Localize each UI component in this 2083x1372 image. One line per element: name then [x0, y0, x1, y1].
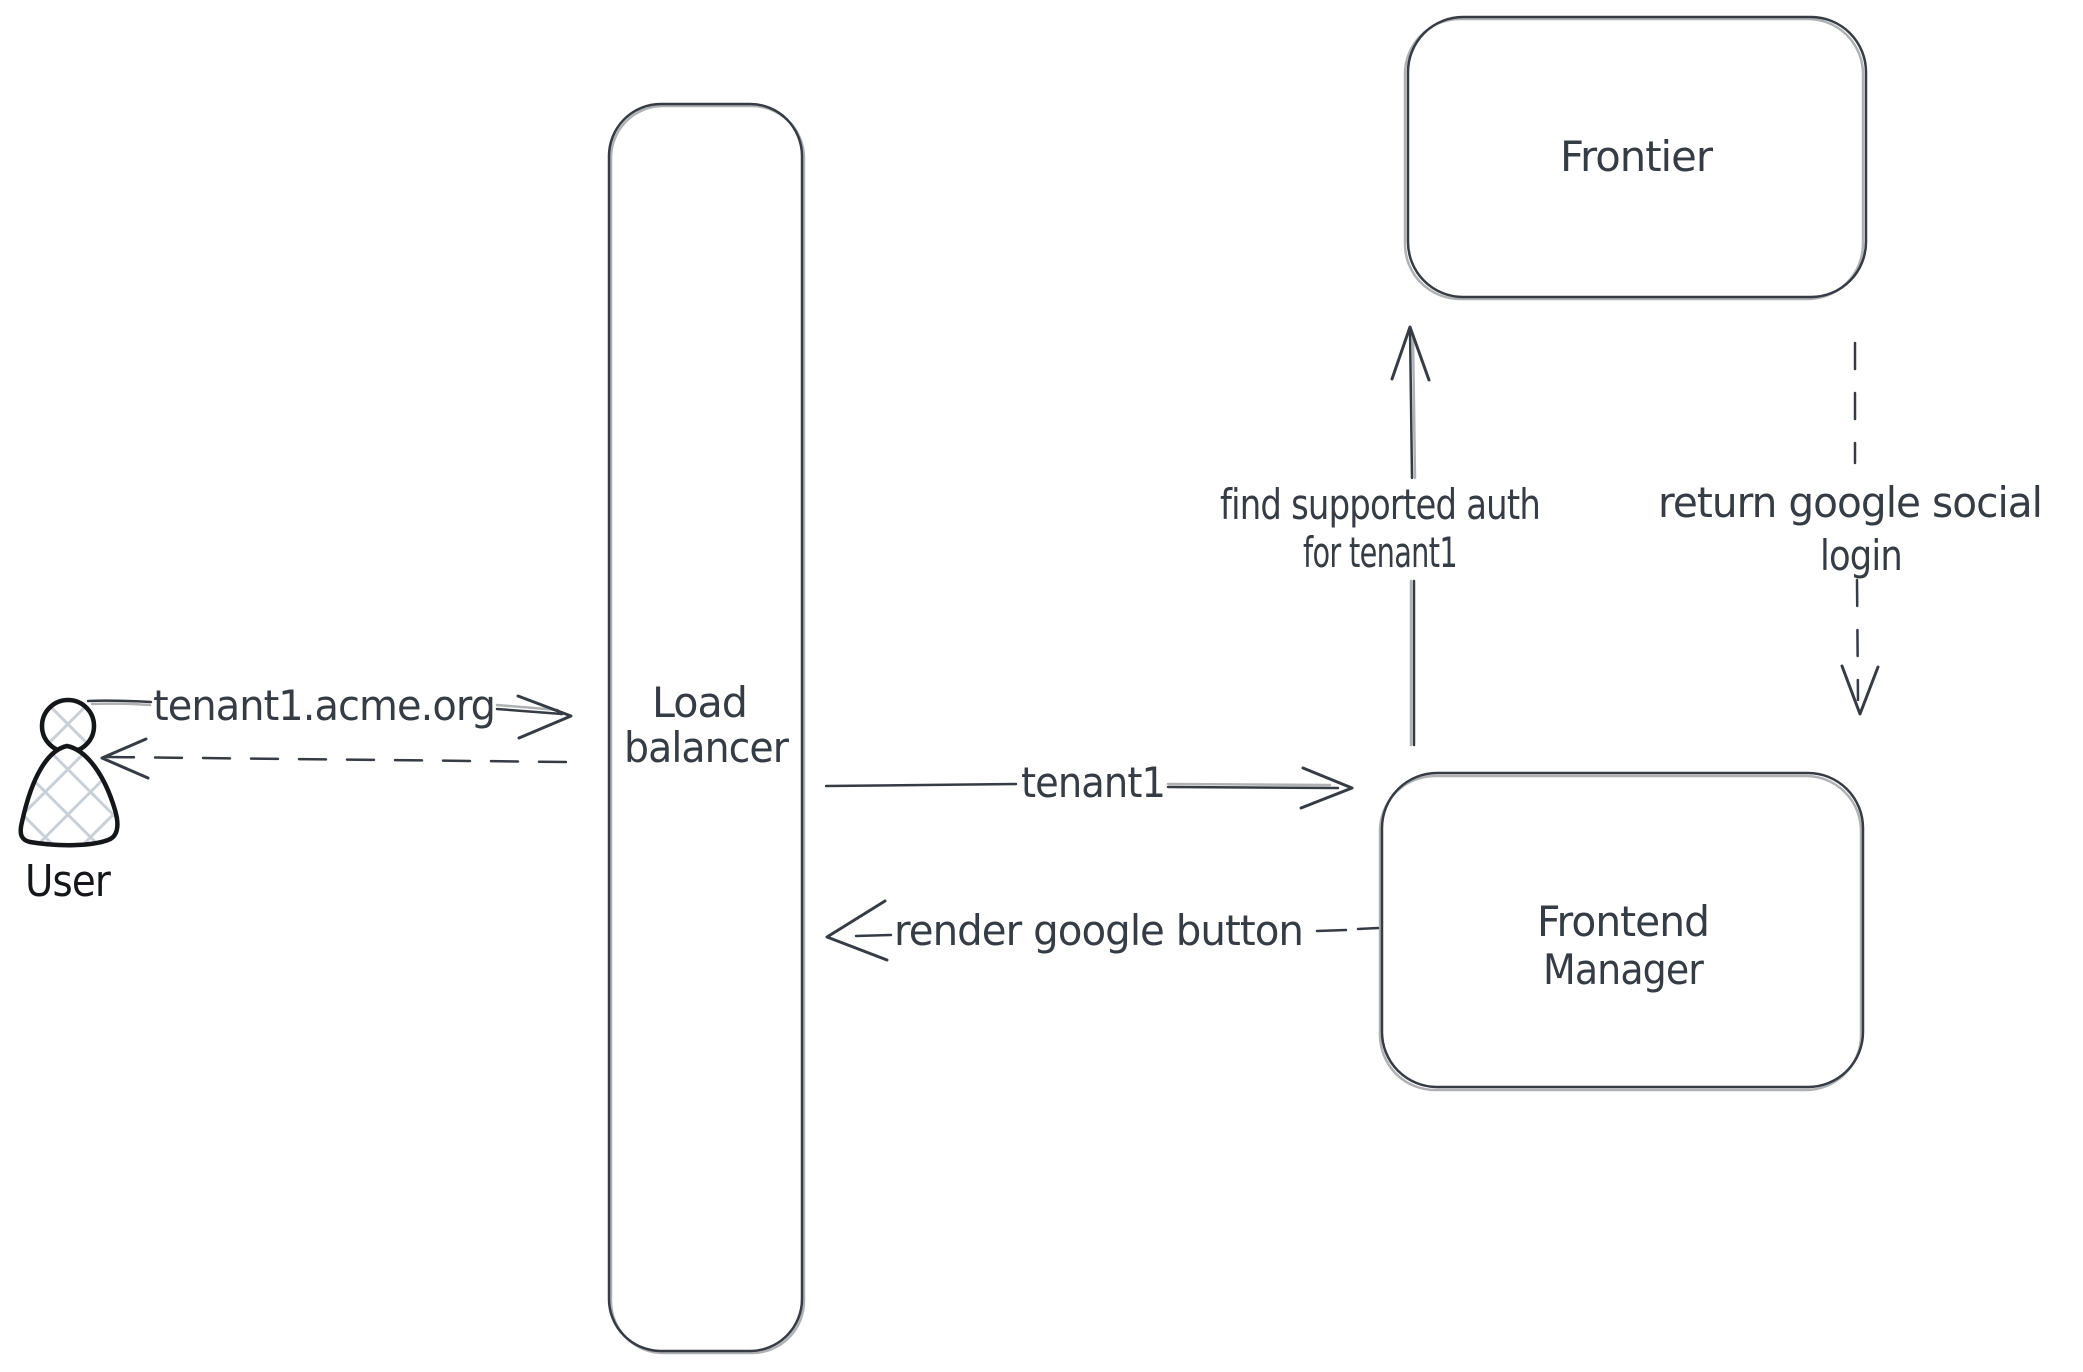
- user-actor: User: [18, 697, 120, 907]
- tenant1-arrow-label: tenant1: [1021, 758, 1165, 807]
- frontier-label: Frontier: [1560, 132, 1714, 181]
- frontier-box: [1406, 15, 1868, 299]
- response-arrowhead: [100, 737, 150, 780]
- return-social-label-line1: return google social: [1658, 478, 2042, 527]
- return-social-label-line2: login: [1820, 531, 1902, 580]
- tenant1-arrow: tenant1: [824, 758, 1354, 810]
- find-auth-arrow-line-upper: [1408, 326, 1414, 480]
- load-balancer-box: [607, 102, 804, 1353]
- frontend-manager-label-line2: Manager: [1543, 945, 1705, 994]
- frontend-manager-label-line1: Frontend: [1537, 897, 1709, 946]
- find-auth-label-line2: for tenant1: [1303, 528, 1457, 577]
- tenant1-arrow-line-right: [1166, 785, 1340, 790]
- find-auth-label-line1: find supported auth: [1220, 480, 1540, 529]
- frontier-box-sketch-line: [1403, 17, 1865, 301]
- load-balancer-label-line2: balancer: [624, 723, 790, 772]
- return-social-arrow-line-lower: [1855, 578, 1860, 702]
- request-arrow: tenant1.acme.org: [86, 681, 573, 740]
- request-arrow-line-left: [86, 699, 153, 704]
- return-social-arrowhead: [1840, 664, 1880, 716]
- render-google-button-label: render google button: [894, 906, 1303, 955]
- request-arrowhead: [516, 694, 573, 740]
- render-google-button-dash-left: [854, 933, 893, 938]
- find-auth-arrowhead: [1390, 325, 1431, 382]
- frontier-node: Frontier: [1403, 15, 1868, 301]
- frontend-manager-box-sketch-line: [1378, 774, 1863, 1092]
- request-arrow-label: tenant1.acme.org: [153, 681, 495, 730]
- tenant1-arrow-line-right-sketch: [1166, 782, 1332, 787]
- render-google-button-dash-right2: [1356, 926, 1380, 931]
- response-arrow: [100, 737, 568, 780]
- render-google-button-arrowhead: [825, 899, 889, 962]
- tenant1-arrowhead: [1299, 766, 1354, 810]
- user-body: [18, 743, 120, 848]
- tenant1-arrow-line-left: [824, 782, 1018, 788]
- find-auth-arrow: find supported auth for tenant1: [1220, 325, 1541, 747]
- load-balancer-node: Load balancer: [607, 102, 806, 1355]
- frontend-manager-node: Frontend Manager: [1378, 771, 1865, 1092]
- render-google-button-arrow: render google button: [825, 899, 1380, 962]
- request-arrow-line-right-sketch: [495, 703, 560, 712]
- response-arrow-line: [105, 755, 568, 764]
- frontend-manager-box: [1380, 771, 1865, 1089]
- request-arrow-line-right: [495, 707, 564, 716]
- load-balancer-label-line1: Load: [652, 678, 747, 727]
- user-label: User: [25, 856, 112, 907]
- find-auth-arrow-line-upper-sketch: [1411, 333, 1417, 480]
- return-social-arrow: return google social login: [1658, 341, 2043, 716]
- render-google-button-dash-right1: [1315, 928, 1348, 933]
- request-arrow-line-left-sketch: [90, 702, 152, 707]
- load-balancer-box-sketch-line: [609, 104, 806, 1355]
